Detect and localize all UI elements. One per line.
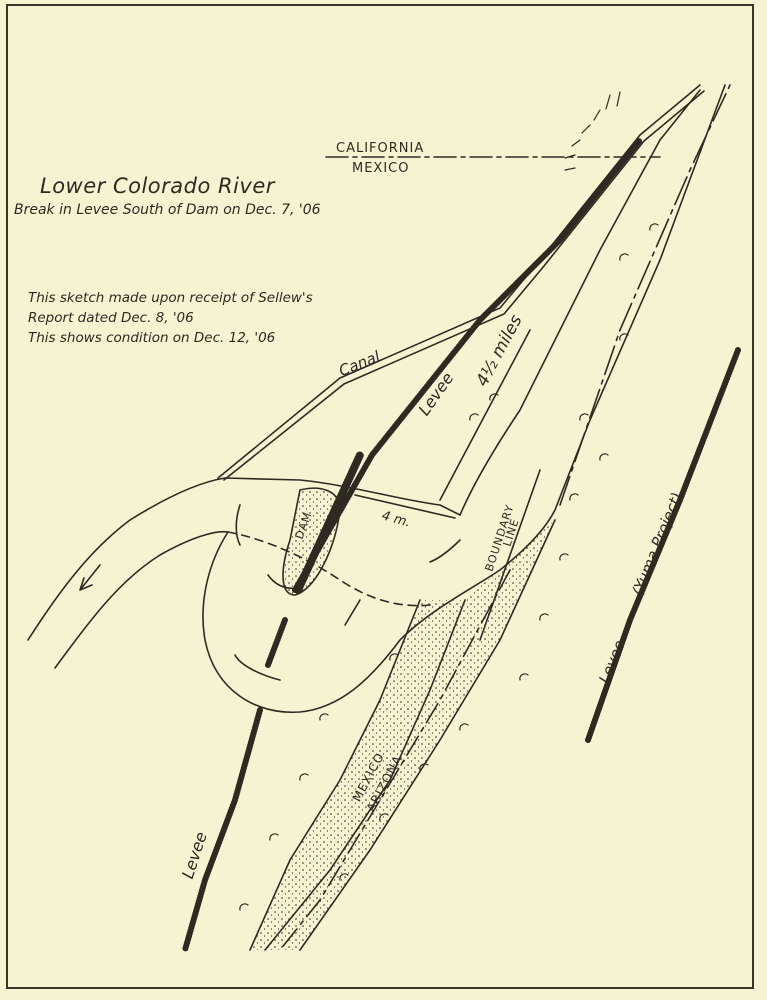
vegetation-marks	[239, 223, 659, 911]
levee-yuma	[585, 347, 741, 743]
flow-arrow	[79, 564, 101, 591]
overflow-marks	[564, 91, 621, 171]
map-frame	[6, 4, 754, 989]
distance-arrow-short	[354, 494, 456, 519]
note-line-1: This sketch made upon receipt of Sellew'…	[28, 290, 313, 306]
canal	[217, 84, 701, 479]
levee-lower	[182, 707, 263, 953]
river-bank-left	[27, 89, 701, 641]
note-line-3: This shows condition on Dec. 12, '06	[28, 330, 276, 346]
break-line	[227, 531, 431, 607]
map-subtitle: Break in Levee South of Dam on Dec. 7, '…	[14, 202, 321, 218]
note-line-2: Report dated Dec. 8, '06	[28, 310, 194, 326]
map-title: Lower Colorado River	[40, 174, 275, 198]
distance-arrow-long	[439, 329, 531, 501]
label-mexico-top: MEXICO	[352, 161, 410, 176]
label-california: CALIFORNIA	[336, 141, 425, 156]
dam	[282, 487, 341, 596]
